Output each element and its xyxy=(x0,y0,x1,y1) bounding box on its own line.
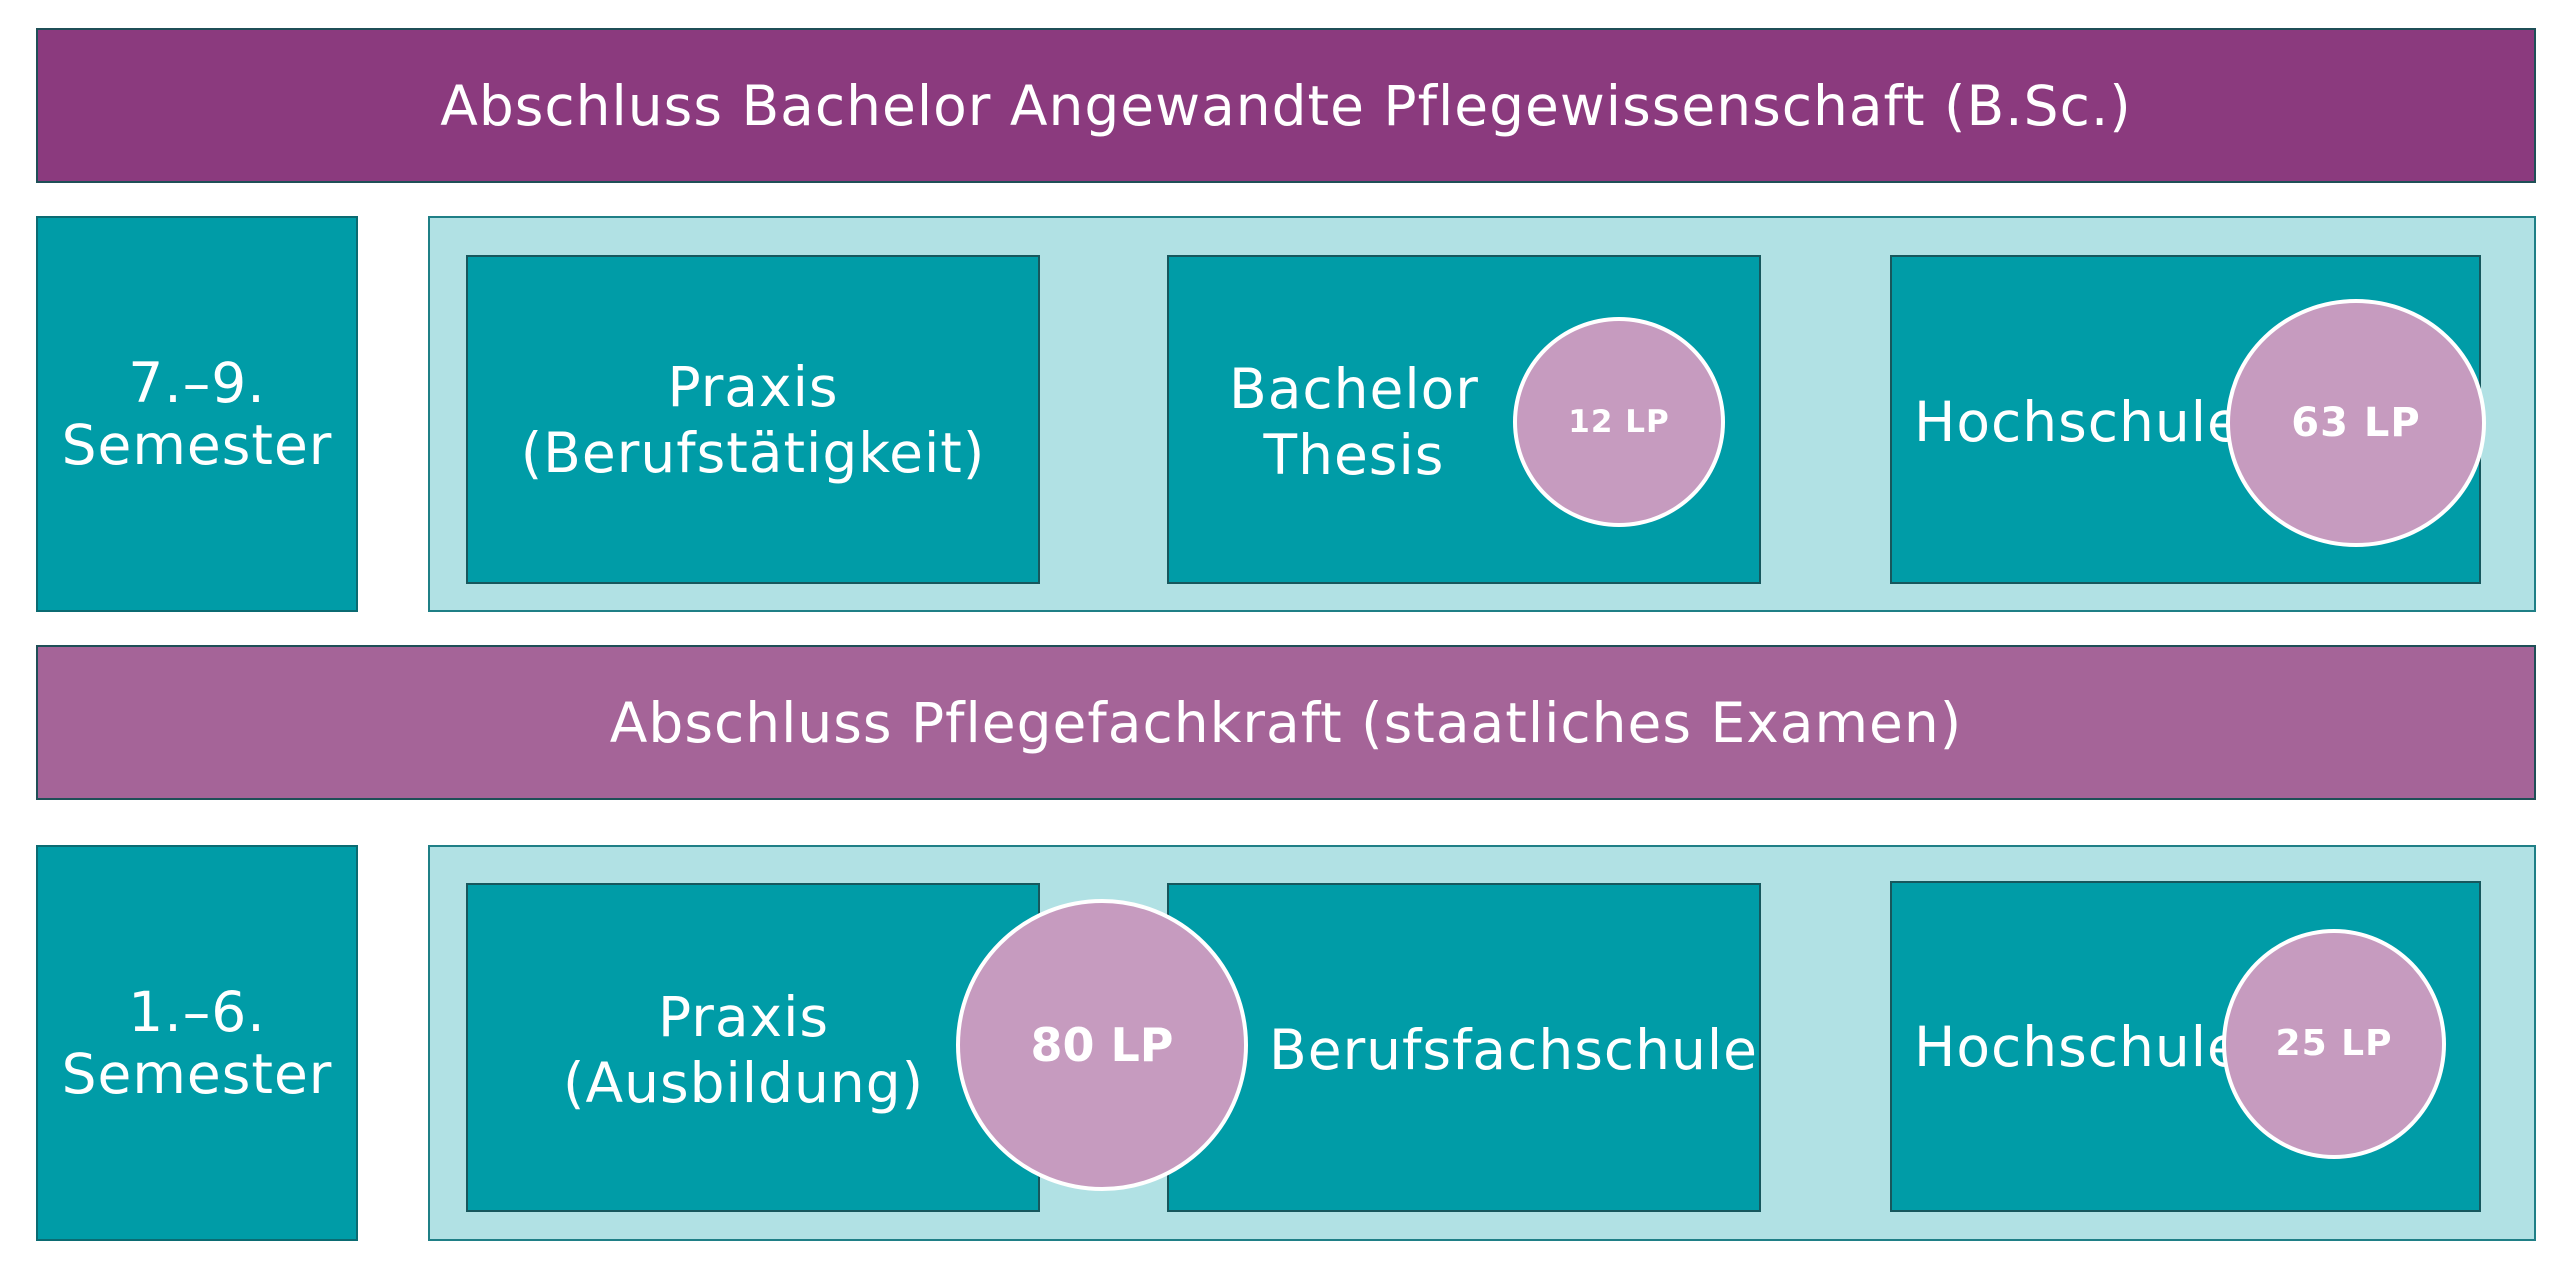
thesis-line-1: Bachelor xyxy=(1229,357,1479,421)
thesis-line-2: Thesis xyxy=(1263,423,1445,487)
hochschule-upper-label: Hochschule xyxy=(1914,390,2242,454)
semester-7-9-range: 7.–9. xyxy=(128,351,266,415)
hochschule-upper-credits: 63 LP xyxy=(2291,400,2421,446)
pflegefachkraft-degree-title: Abschluss Pflegefachkraft (staatliches E… xyxy=(609,690,1963,755)
hochschule-upper-credits-circle: 63 LP xyxy=(2226,299,2486,547)
praxis-lower-line-2: (Ausbildung) xyxy=(563,1051,925,1115)
hochschule-lower-label: Hochschule xyxy=(1914,1015,2242,1079)
berufsfachschule-label: Berufsfachschule xyxy=(1269,1018,1758,1082)
praxis-label: Praxis xyxy=(667,354,839,419)
bachelor-thesis-label: Bachelor Thesis xyxy=(1229,356,1479,488)
pflegefachkraft-degree-bar: Abschluss Pflegefachkraft (staatliches E… xyxy=(36,645,2536,800)
shared-credits: 80 LP xyxy=(1030,1018,1174,1072)
thesis-credits: 12 LP xyxy=(1568,404,1670,440)
hochschule-upper-box: Hochschule 63 LP xyxy=(1890,255,2486,584)
semester-1-6-label: Semester xyxy=(61,1042,333,1106)
semester-7-9-label: Semester xyxy=(61,413,333,477)
hochschule-lower-credits-circle: 25 LP xyxy=(2222,929,2446,1159)
praxis-berufstaetigkeit-box: Praxis (Berufstätigkeit) xyxy=(466,255,1040,584)
praxis-ausbildung-label: Praxis (Ausbildung) xyxy=(563,984,924,1116)
semester-1-6-range: 1.–6. xyxy=(128,980,266,1044)
praxis-detail: (Berufstätigkeit) xyxy=(520,420,986,485)
bachelor-degree-bar: Abschluss Bachelor Angewandte Pflegewiss… xyxy=(36,28,2536,183)
shared-credits-circle: 80 LP xyxy=(956,899,1248,1191)
semester-7-9-block: 7.–9. Semester xyxy=(36,216,358,612)
praxis-lower-line-1: Praxis xyxy=(658,985,830,1049)
berufsfachschule-box: Berufsfachschule xyxy=(1167,883,1761,1212)
praxis-ausbildung-box: Praxis (Ausbildung) xyxy=(466,883,1040,1212)
semester-1-6-block: 1.–6. Semester xyxy=(36,845,358,1241)
hochschule-lower-box: Hochschule 25 LP xyxy=(1890,881,2481,1212)
thesis-credits-circle: 12 LP xyxy=(1513,317,1725,527)
bachelor-degree-title: Abschluss Bachelor Angewandte Pflegewiss… xyxy=(440,73,2132,138)
hochschule-lower-credits: 25 LP xyxy=(2275,1023,2393,1064)
bachelor-thesis-box: Bachelor Thesis 12 LP xyxy=(1167,255,1761,584)
